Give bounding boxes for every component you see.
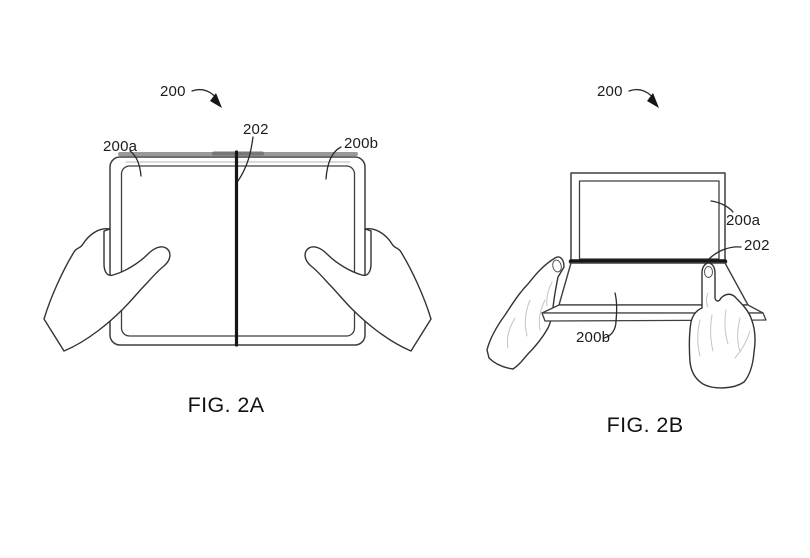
laptop-screen-bezel xyxy=(578,180,720,260)
left-hand xyxy=(43,228,171,352)
arrowhead-200-fig2a xyxy=(210,93,222,108)
arrowhead-200-fig2b xyxy=(647,93,659,108)
ref-label-200a-fig2b: 200a xyxy=(726,212,761,229)
ref-label-200-fig2b: 200 xyxy=(597,83,623,100)
left-hand xyxy=(486,256,565,370)
fig-2a-drawing xyxy=(43,88,432,352)
leader-202-fig2a xyxy=(237,136,254,182)
right-hand xyxy=(304,228,432,352)
fig-2a-caption: FIG. 2A xyxy=(187,393,265,417)
fig-2b-drawing xyxy=(486,88,767,389)
right-hand-creases xyxy=(697,292,751,359)
laptop-deck-surface xyxy=(558,262,749,306)
left-thumb-nail xyxy=(552,259,562,273)
leader-200b-fig2b xyxy=(603,292,618,339)
laptop-screen-outer xyxy=(570,172,726,264)
ref-label-200b-fig2a: 200b xyxy=(344,135,379,152)
leader-200a-fig2a xyxy=(129,150,142,177)
right-hand xyxy=(688,262,756,389)
ref-label-200-fig2a: 200 xyxy=(160,83,186,100)
left-hand-creases xyxy=(506,281,553,349)
leader-202-fig2b xyxy=(708,246,742,260)
leader-200b-fig2a xyxy=(325,146,342,180)
right-index-nail xyxy=(704,266,713,278)
fig-2b-caption: FIG. 2B xyxy=(606,413,684,437)
ref-label-200a-fig2a: 200a xyxy=(103,138,138,155)
ref-label-200b-fig2b: 200b xyxy=(576,329,611,346)
leader-200a-fig2b xyxy=(710,200,734,213)
ref-label-202-fig2b: 202 xyxy=(744,237,770,254)
ref-label-202-fig2a: 202 xyxy=(243,121,269,138)
